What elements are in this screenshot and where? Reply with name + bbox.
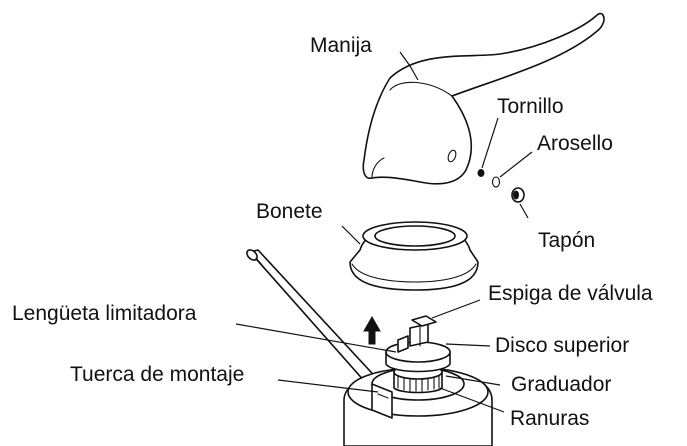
label-bonete: Bonete [256, 200, 323, 223]
up-arrow-icon [363, 315, 381, 345]
label-arosello: Arosello [537, 132, 613, 155]
screw-part [477, 169, 485, 177]
o-ring-part [491, 176, 501, 188]
label-tapon: Tapón [538, 229, 595, 252]
label-disco: Disco superior [495, 334, 629, 357]
label-lengueta: Lengüeta limitadora [12, 302, 197, 325]
label-graduador: Graduador [511, 373, 611, 396]
cap-part [511, 187, 525, 203]
handle-part [362, 12, 605, 185]
label-espiga: Espiga de válvula [488, 282, 653, 305]
valve-assembly [385, 315, 451, 394]
label-manija: Manija [310, 34, 372, 57]
leader-lines [235, 51, 533, 413]
label-tornillo: Tornillo [497, 95, 564, 118]
label-ranuras: Ranuras [510, 407, 589, 430]
bonnet-part [349, 221, 479, 291]
label-tuerca: Tuerca de montaje [70, 363, 244, 386]
